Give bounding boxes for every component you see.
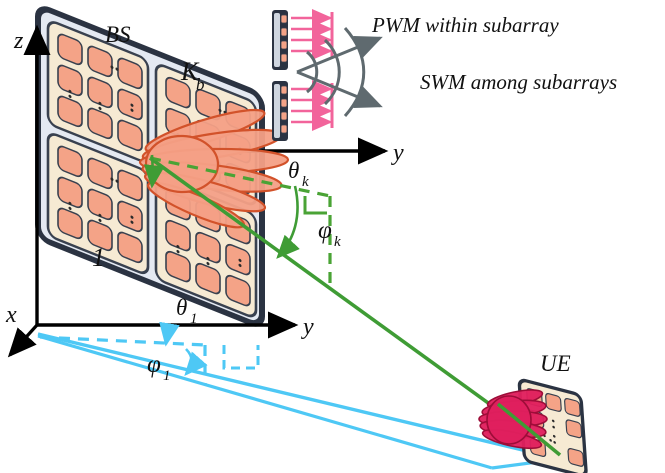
bs-beam-pattern: [138, 108, 290, 229]
theta-1-arc: [159, 321, 180, 347]
theta-k-sublabel: k: [302, 174, 309, 190]
swm-wavefront-arcs: [305, 27, 366, 117]
theta-k-projection-dashed: [149, 156, 331, 198]
phi-1-arc: [184, 348, 208, 376]
x-axis: [7, 323, 39, 358]
ue-label: UE: [540, 351, 571, 376]
right-angle-mark-k: [303, 196, 327, 215]
theta-1-sublabel: 1: [190, 311, 198, 327]
phi-k-arc: [276, 185, 300, 259]
subarray-first-label: 1: [92, 243, 105, 272]
theta-k-label: θ: [288, 158, 299, 183]
phi-1-label: φ: [147, 351, 161, 378]
swm-divergence-arrows: [296, 35, 383, 109]
pwm-wave-arrows-top: [291, 8, 334, 61]
phi-k-sublabel: k: [334, 234, 341, 250]
phi-1-sublabel: 1: [163, 368, 171, 384]
ground-projection-ray: [37, 332, 561, 461]
phi-k-label: φ: [318, 217, 332, 244]
side-subarray-top[interactable]: [271, 9, 289, 71]
theta-1-label: θ: [176, 295, 187, 320]
ground-projection-ray-2: [37, 334, 493, 470]
subarray-last-sublabel: b: [196, 75, 205, 94]
right-angle-mark-1: [222, 345, 260, 370]
x-axis-label: x: [5, 302, 17, 328]
z-axis-label: z: [13, 28, 24, 54]
y-axis-upper-label: y: [391, 140, 404, 166]
pwm-annotation: PWM within subarray: [371, 13, 559, 37]
theta-k-arc: [143, 154, 165, 189]
swm-annotation: SWM among subarrays: [420, 70, 617, 94]
ray-over-ue: [496, 402, 562, 457]
bs-label: BS: [105, 22, 131, 47]
side-subarray-bottom[interactable]: [271, 80, 289, 142]
pwm-wave-arrows-bottom: [291, 79, 334, 132]
subarray-last-label: K: [180, 57, 200, 86]
y-axis-lower-label: y: [301, 314, 314, 340]
